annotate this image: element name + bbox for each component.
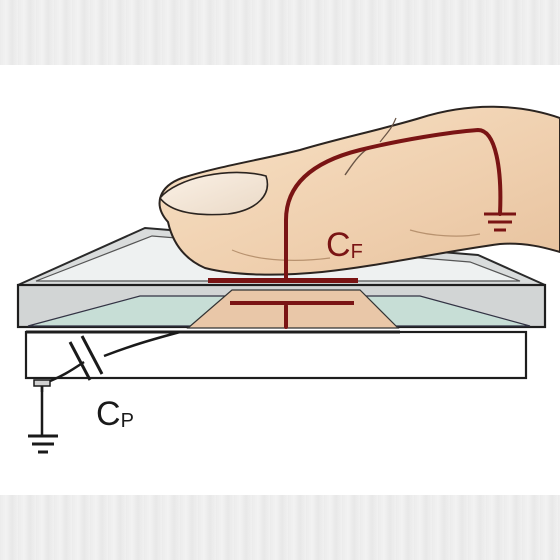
finger-electrode-plate bbox=[208, 278, 358, 283]
sensor-electrode-plate bbox=[230, 301, 354, 305]
parasitic-capacitor-plate-right bbox=[80, 335, 104, 375]
parasitic-capacitance-label: CP bbox=[96, 395, 134, 433]
finger-capacitance-label: CF bbox=[326, 226, 363, 264]
parasitic-ground-icon bbox=[28, 434, 58, 454]
finger-ground-icon bbox=[484, 212, 516, 232]
sensor-electrode bbox=[186, 289, 400, 329]
parasitic-capacitance-circuit bbox=[33, 330, 181, 436]
parasitic-capacitor-plate-left bbox=[68, 341, 92, 381]
bottom-background-band bbox=[0, 495, 560, 560]
top-background-band bbox=[0, 0, 560, 65]
finger-capacitance-circuit bbox=[284, 127, 503, 329]
finger bbox=[158, 105, 560, 276]
